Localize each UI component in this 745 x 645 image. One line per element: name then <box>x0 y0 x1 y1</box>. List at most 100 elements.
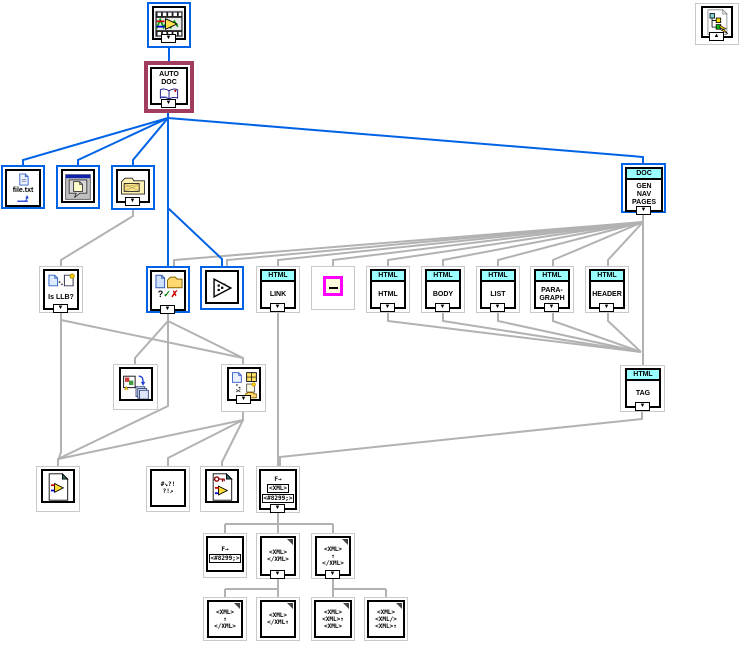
node-filmstrip-media-vi-node[interactable]: ▼ <box>147 2 191 48</box>
selected-wire <box>167 207 223 266</box>
selected-wire <box>167 117 644 164</box>
icon-label-line: PAGES <box>632 199 656 206</box>
expand-arrow[interactable]: ▼ <box>599 303 614 312</box>
node-is-llb-vi-node[interactable]: Is LLB?▼ <box>39 266 83 313</box>
node-xml-open-close-vi-node[interactable]: <XML></XML>▼ <box>256 533 300 579</box>
expand-arrow[interactable]: ▼ <box>236 395 251 404</box>
expand-arrow[interactable]: ▼ <box>270 504 285 513</box>
expand-arrow[interactable]: ▼ <box>544 303 559 312</box>
node-xml-close-up-leaf-node[interactable]: <XML></XML↑ <box>256 597 300 641</box>
expand-arrow[interactable]: ▼ <box>380 303 395 312</box>
vi-icon: <XML><XML/><XML>↑ <box>367 600 405 638</box>
vi-icon <box>41 469 75 503</box>
expand-arrow[interactable]: ▼ <box>490 303 505 312</box>
mark-char: ✓ <box>163 289 171 299</box>
node-hierarchy-doc-node[interactable]: ▲ <box>695 3 739 45</box>
folded-corner <box>343 603 349 609</box>
speech-icon <box>63 171 93 201</box>
hierarchy-wire <box>387 313 642 353</box>
icon-label-line: <XML>↑ <box>375 622 397 630</box>
hierarchy-wire <box>607 313 642 353</box>
vi-icon <box>316 269 350 303</box>
expand-arrow[interactable]: ▼ <box>160 305 175 314</box>
node-xml-up-leaf-node[interactable]: <XML>↑</XML> <box>203 597 247 641</box>
node-char-escape-node[interactable]: F→<#8299;> <box>203 533 247 578</box>
expand-arrow[interactable]: ▼ <box>325 570 340 579</box>
mark-char: ✗ <box>170 289 179 299</box>
vi-icon <box>116 169 150 203</box>
node-xml-empty-up-leaf-node[interactable]: <XML><XML/><XML>↑ <box>364 597 408 641</box>
node-file-txt-vi-node[interactable]: file.txt <box>1 165 45 209</box>
node-vi-document-node[interactable] <box>36 466 80 512</box>
collapse-arrow[interactable]: ▲ <box>709 32 724 41</box>
vi-icon <box>205 469 239 503</box>
vi-icon: <XML></XML> <box>260 536 296 576</box>
icon-banner-label: HTML <box>536 271 568 282</box>
expand-arrow[interactable]: ▼ <box>270 303 285 312</box>
icon-label-line: <XML> <box>323 608 343 616</box>
folded-corner <box>396 603 402 609</box>
node-escape-chars-vi-node[interactable]: F→<XML><#8299;>▼ <box>256 466 300 513</box>
hierarchy-wire <box>497 313 642 353</box>
node-xml-up-vi-node[interactable]: <XML>↑</XML>▼ <box>311 533 355 579</box>
expand-arrow[interactable]: ▼ <box>125 197 140 206</box>
icon-label-line: <XML> <box>266 484 290 493</box>
node-number-to-string-node[interactable]: #↘?!?!↗ <box>146 466 190 512</box>
vi-icon: ?✓✗ <box>150 270 186 311</box>
expand-arrow[interactable]: ▼ <box>270 570 285 579</box>
node-doc-scatter-folder-vi-node[interactable]: ▼ <box>221 364 266 412</box>
node-speech-doc-vi-node[interactable] <box>56 165 100 209</box>
icon-banner-label: HTML <box>591 271 623 282</box>
doc-folder-icon <box>154 274 183 289</box>
node-file-folder-check-vi-node[interactable]: ?✓✗▼ <box>146 266 190 314</box>
vi-icon: <XML>↑</XML> <box>315 536 351 576</box>
expand-arrow[interactable]: ▼ <box>161 99 176 108</box>
expand-arrow[interactable]: ▼ <box>435 303 450 312</box>
icon-label-line: </XML↑ <box>267 619 289 626</box>
icon-label-line: <XML>↑ <box>322 615 344 623</box>
vi-icon <box>61 169 95 203</box>
expand-arrow[interactable]: ▼ <box>53 304 68 313</box>
vi-icon <box>152 6 186 40</box>
node-folder-vi-node[interactable]: ▼ <box>111 165 155 210</box>
selected-wire <box>132 117 169 166</box>
icon-label-line: GRAPH <box>539 294 565 302</box>
expand-arrow[interactable]: ▼ <box>636 206 651 215</box>
node-xml-list-up-leaf-node[interactable]: <XML><XML>↑<XML> <box>311 597 355 641</box>
node-space-string-const-node[interactable] <box>311 266 355 310</box>
hierarchy-wire <box>167 320 244 359</box>
node-key-vi-document-node[interactable] <box>200 466 244 512</box>
hierarchy-wire <box>332 221 644 267</box>
folded-corner <box>287 539 293 545</box>
node-vi-info-copy-node[interactable] <box>113 364 158 410</box>
expand-arrow[interactable]: ▼ <box>161 34 176 43</box>
expand-arrow[interactable]: ▼ <box>635 402 650 411</box>
node-vi-triangle-ref-node[interactable] <box>200 266 244 310</box>
hierarchy-wire <box>57 412 244 460</box>
icon-banner-label: HTML <box>427 271 459 282</box>
icon-label-line: <#8299;> <box>208 553 242 563</box>
hierarchy-wire <box>60 319 244 364</box>
icon-label-line: F→ <box>221 545 229 553</box>
vi-icon: #↘?!?!↗ <box>150 469 186 507</box>
hierarchy-wire <box>387 221 644 267</box>
icon-label-line: ?!↗ <box>162 488 174 495</box>
hierarchy-wire <box>279 412 643 466</box>
icon-label-line: <#8299;> <box>261 494 295 503</box>
vi-icon: file.txt <box>5 169 41 207</box>
icon-label-line: #↘?! <box>160 481 176 488</box>
